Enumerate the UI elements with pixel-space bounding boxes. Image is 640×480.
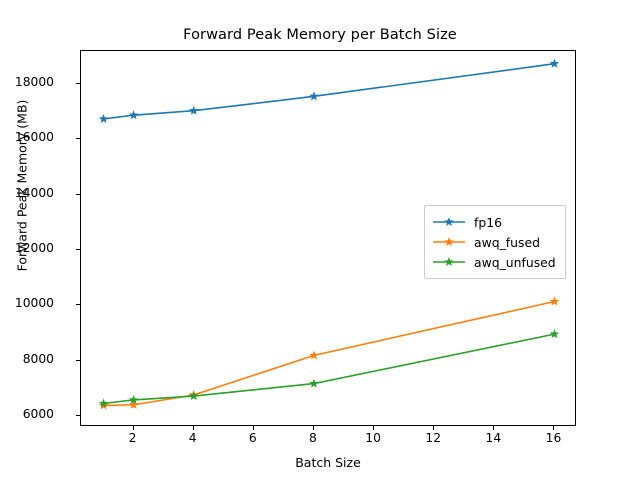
series-line: [102, 300, 556, 407]
data-point-marker: [128, 399, 139, 409]
data-point-marker: [309, 350, 319, 360]
y-tick-label: 12000: [14, 241, 54, 256]
legend-line-sample: [432, 255, 466, 269]
y-tick-mark: [76, 249, 80, 251]
series-awq_fused: [98, 296, 560, 410]
data-point-marker: [128, 110, 139, 120]
y-tick-mark: [76, 359, 80, 361]
series-line: [102, 62, 556, 120]
x-tick-label: 14: [485, 431, 502, 445]
legend-label: awq_fused: [474, 234, 540, 250]
x-tick-mark: [252, 426, 254, 430]
x-tick-mark: [312, 426, 314, 430]
y-tick-mark: [76, 304, 80, 306]
y-tick-label: 10000: [14, 296, 54, 311]
legend-item-awq_unfused: awq_unfused: [432, 252, 556, 272]
x-tick-label: 8: [309, 431, 317, 445]
x-tick-mark: [192, 426, 194, 430]
x-tick-mark: [493, 426, 495, 430]
series-line: [102, 333, 556, 405]
chart-title: Forward Peak Memory per Batch Size: [183, 27, 457, 43]
legend-label: fp16: [474, 214, 502, 230]
x-tick-mark: [373, 426, 375, 430]
y-tick-mark: [76, 414, 80, 416]
y-tick-mark: [76, 193, 80, 195]
data-point-marker: [549, 58, 560, 68]
legend-line-sample: [432, 215, 466, 229]
legend-item-awq_fused: awq_fused: [432, 232, 556, 252]
data-point-marker: [188, 391, 199, 401]
x-tick-mark: [132, 426, 134, 430]
data-point-marker: [188, 105, 199, 115]
y-tick-mark: [76, 138, 80, 140]
plot-lines: [98, 58, 560, 410]
x-tick-label: 6: [248, 431, 257, 445]
y-tick-label: 14000: [14, 185, 54, 200]
y-tick-mark: [76, 83, 80, 85]
data-point-marker: [309, 91, 319, 101]
y-tick-label: 6000: [22, 406, 54, 421]
y-tick-label: 8000: [22, 351, 54, 366]
data-point-marker: [98, 398, 109, 408]
x-tick-label: 16: [545, 431, 562, 445]
legend-line-sample: [432, 235, 466, 249]
x-tick-label: 10: [365, 431, 381, 445]
y-tick-label: 18000: [14, 75, 54, 90]
legend: fp16 awq_fused awq_unfused: [424, 205, 566, 279]
x-axis-label: Batch Size: [295, 455, 361, 470]
x-tick-mark: [433, 426, 435, 430]
legend-item-fp16: fp16: [432, 212, 556, 232]
x-tick-label: 4: [188, 431, 197, 445]
data-point-marker: [309, 378, 319, 388]
x-tick-label: 12: [425, 431, 442, 445]
series-awq_unfused: [98, 329, 560, 408]
x-tick-mark: [553, 426, 555, 430]
x-tick-label: 2: [128, 431, 137, 445]
y-tick-label: 16000: [14, 130, 54, 145]
data-point-marker: [549, 329, 560, 339]
legend-label: awq_unfused: [474, 254, 556, 270]
series-fp16: [98, 58, 560, 124]
data-point-marker: [128, 394, 139, 404]
data-point-marker: [549, 296, 560, 306]
data-point-marker: [98, 114, 109, 124]
